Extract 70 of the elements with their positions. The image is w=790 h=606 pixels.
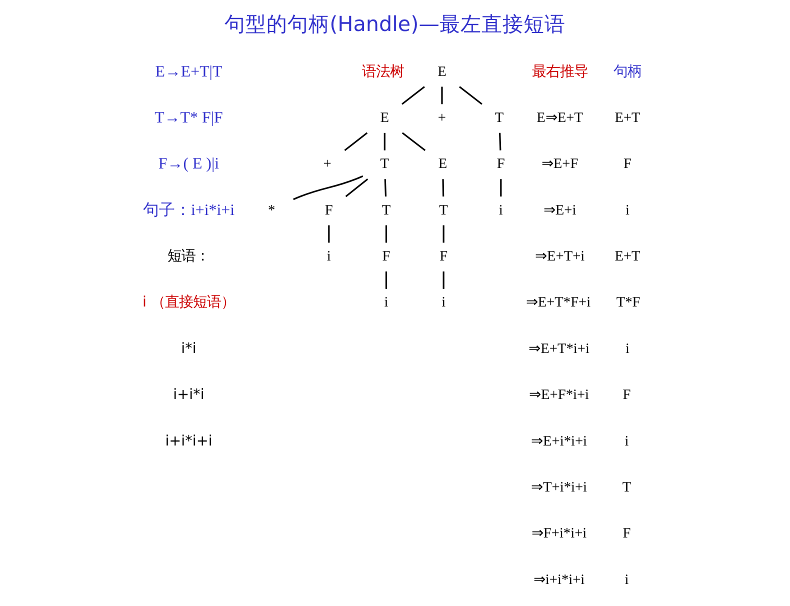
connector [442,179,444,197]
label: ⇒E+T*F+i [526,294,591,311]
connector [441,86,443,104]
connector [402,86,425,105]
label: i [624,433,629,450]
label: T [622,479,632,496]
label: ⇒E+F [541,156,578,172]
node-text: E [438,64,446,80]
connector [293,175,364,200]
label: E+T [614,248,640,265]
label: F [622,526,631,542]
label: ⇒T+i*i+i [531,479,588,496]
label: 句柄 [614,64,642,80]
node-text: F [324,202,333,218]
node-text: T [380,156,390,172]
label: E+T [614,110,640,126]
label: 语法树 [362,64,404,80]
node-text: i [498,202,503,218]
node-text: + [438,110,446,126]
node-text: i [384,294,388,311]
label: i [626,202,630,218]
label: 句子：i+i*i+i [142,202,235,219]
connector [384,132,386,150]
label: ⇒E+i [543,202,576,218]
label: F [624,156,632,172]
node-text: E [380,110,390,126]
label: T*F [616,294,640,311]
connector [442,225,444,243]
label: F→( E )|i [158,156,220,173]
connector [385,225,388,243]
label: i [624,572,629,588]
connector [442,271,444,289]
node-text: * [268,202,276,218]
diagram-title: 句型的句柄(Handle)—最左直接短语 [224,12,566,36]
label: ⇒i+i*i+i [533,572,585,588]
label: i （直接短语） [142,294,236,311]
connector [344,132,368,151]
connector [385,271,388,289]
node-text: F [440,248,448,265]
label: E⇒E+T [536,110,584,126]
node-text: i [442,294,446,311]
node-text: T [382,202,391,218]
node-text: i [326,248,331,265]
connector [500,179,502,197]
label: T→T* F|F [154,109,223,126]
label: 短语： [168,248,210,265]
label: F [622,387,631,404]
label: 最右推导 [532,64,588,80]
label: ⇒F+i*i+i [531,526,587,542]
node-text: T [439,202,448,218]
label: i [626,340,630,357]
node-text: F [382,248,390,265]
node-text: F [496,156,505,172]
connector [459,86,482,105]
label: ⇒E+T+i [535,248,585,265]
connector [402,132,426,151]
connector [499,132,502,150]
label: ⇒E+i*i+i [531,433,588,450]
label: ⇒E+F*i+i [529,387,590,404]
connector [384,179,387,197]
node-text: E [438,156,448,172]
label: i+i*i [173,387,204,404]
label: ⇒E+T*i+i [528,340,590,357]
connector [328,225,330,243]
node-text: T [494,110,504,126]
label: i*i [181,340,196,357]
connector [345,178,368,198]
label: E→E+T|T [155,63,222,80]
node-text: + [323,156,332,172]
label: i+i*i+i [165,433,212,450]
